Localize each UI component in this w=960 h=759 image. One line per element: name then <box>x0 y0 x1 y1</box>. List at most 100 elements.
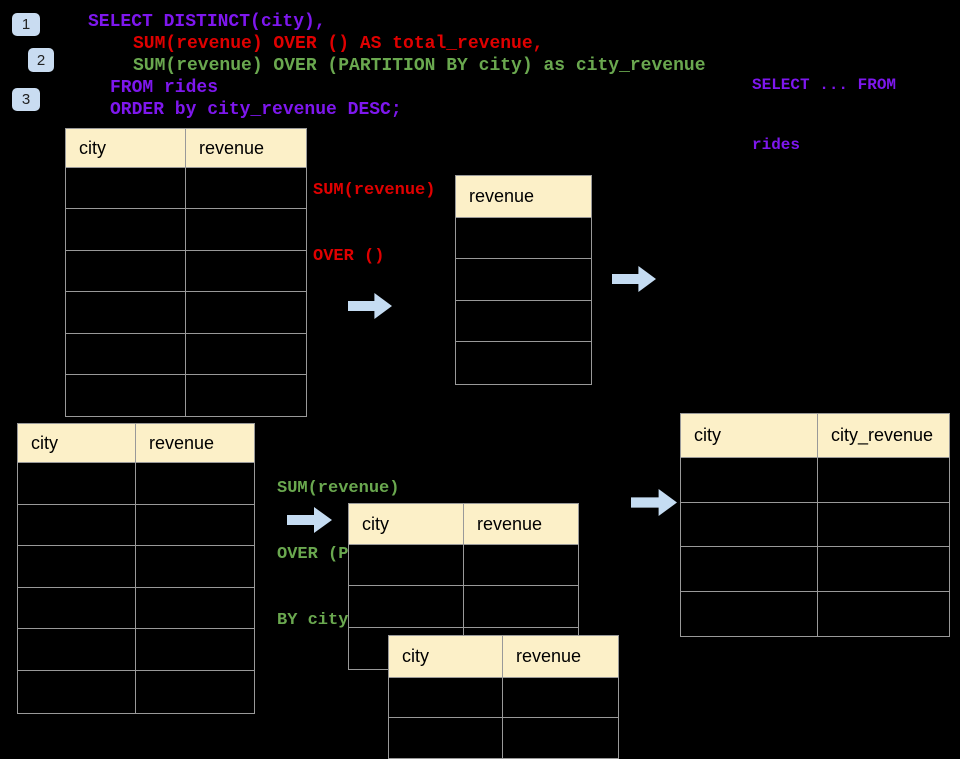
column-header-revenue: revenue <box>456 176 591 218</box>
empty-cell <box>456 259 591 301</box>
column-header-revenue: revenue <box>186 129 306 168</box>
empty-cell <box>456 342 591 384</box>
empty-cell <box>681 547 818 592</box>
sql-line-from: FROM rides <box>110 78 219 98</box>
table-row <box>66 374 306 417</box>
empty-cell <box>136 670 254 713</box>
side-note-line-1: SELECT ... FROM <box>752 76 897 94</box>
empty-cell <box>136 629 254 671</box>
empty-cell <box>18 587 136 630</box>
table-row <box>66 333 306 375</box>
empty-cell <box>66 168 186 210</box>
column-header-city: city <box>681 414 818 458</box>
flow-arrow-to-total-table <box>348 293 392 319</box>
step-badge-3: 3 <box>12 88 40 111</box>
table-row <box>681 547 949 592</box>
column-header-city_revenue: city_revenue <box>818 414 949 458</box>
table-row <box>18 504 254 547</box>
table-row <box>18 587 254 630</box>
empty-cell <box>456 218 591 260</box>
label-sum-over-empty: SUM(revenue) OVER () <box>313 136 435 290</box>
empty-cell <box>681 502 818 547</box>
side-note-line-2: rides <box>752 136 801 154</box>
label-sum-over-partition-line-3: BY city) <box>277 611 359 630</box>
empty-cell <box>818 502 949 547</box>
column-header-city: city <box>18 424 136 463</box>
sql-line-sum-over-partition: SUM(revenue) OVER (PARTITION BY city) as… <box>133 56 706 76</box>
empty-cell <box>503 718 618 758</box>
empty-cell <box>66 374 186 417</box>
table-row <box>456 300 591 343</box>
table-total-revenue-result: revenue <box>455 175 592 385</box>
sql-line-sum-over-total: SUM(revenue) OVER () AS total_revenue, <box>133 34 544 54</box>
table-row <box>456 259 591 301</box>
empty-cell <box>186 250 306 293</box>
sql-line-order-by: ORDER by city_revenue DESC; <box>110 100 402 120</box>
empty-cell <box>136 587 254 630</box>
empty-cell <box>464 545 578 587</box>
empty-cell <box>389 678 503 718</box>
empty-cell <box>503 678 618 718</box>
empty-cell <box>18 670 136 713</box>
table-row <box>18 463 254 505</box>
empty-cell <box>66 333 186 375</box>
column-header-city: city <box>389 636 503 678</box>
empty-cell <box>186 333 306 375</box>
table-row <box>456 218 591 260</box>
empty-cell <box>681 458 818 503</box>
empty-cell <box>18 629 136 671</box>
step-badge-2: 2 <box>28 48 54 72</box>
table-row <box>389 718 618 758</box>
label-sum-over-partition-line-1: SUM(revenue) <box>277 479 400 498</box>
empty-cell <box>186 374 306 417</box>
empty-cell <box>456 300 591 343</box>
empty-cell <box>18 504 136 547</box>
column-header-city: city <box>349 504 464 545</box>
table-header-row: revenue <box>456 176 591 218</box>
table-row <box>18 629 254 671</box>
table-row <box>66 168 306 210</box>
empty-cell <box>818 547 949 592</box>
empty-cell <box>18 546 136 588</box>
label-sum-over-empty-line-1: SUM(revenue) <box>313 181 436 200</box>
empty-cell <box>818 458 949 503</box>
table-row <box>681 502 949 547</box>
column-header-revenue: revenue <box>464 504 578 545</box>
empty-cell <box>136 504 254 547</box>
table-row <box>681 591 949 636</box>
empty-cell <box>464 586 578 628</box>
table-row <box>349 586 578 628</box>
empty-cell <box>349 545 464 587</box>
empty-cell <box>818 591 949 636</box>
flow-arrow-from-total-table <box>612 266 656 292</box>
flow-arrow-to-result-table <box>631 489 677 516</box>
empty-cell <box>66 250 186 293</box>
empty-cell <box>681 591 818 636</box>
label-sum-over-empty-line-2: OVER () <box>313 247 385 266</box>
table-row <box>456 342 591 384</box>
column-header-revenue: revenue <box>136 424 254 463</box>
empty-cell <box>66 292 186 334</box>
table-row <box>389 678 618 718</box>
empty-cell <box>389 718 503 758</box>
empty-cell <box>186 168 306 210</box>
table-row <box>18 546 254 588</box>
sql-line-select: SELECT DISTINCT(city), <box>88 12 326 32</box>
table-row <box>66 250 306 293</box>
empty-cell <box>136 463 254 505</box>
empty-cell <box>186 292 306 334</box>
table-row <box>349 545 578 587</box>
empty-cell <box>186 209 306 251</box>
column-header-city: city <box>66 129 186 168</box>
step-badge-1: 1 <box>12 13 40 36</box>
column-header-revenue: revenue <box>503 636 618 678</box>
empty-cell <box>66 209 186 251</box>
table-row <box>681 458 949 503</box>
